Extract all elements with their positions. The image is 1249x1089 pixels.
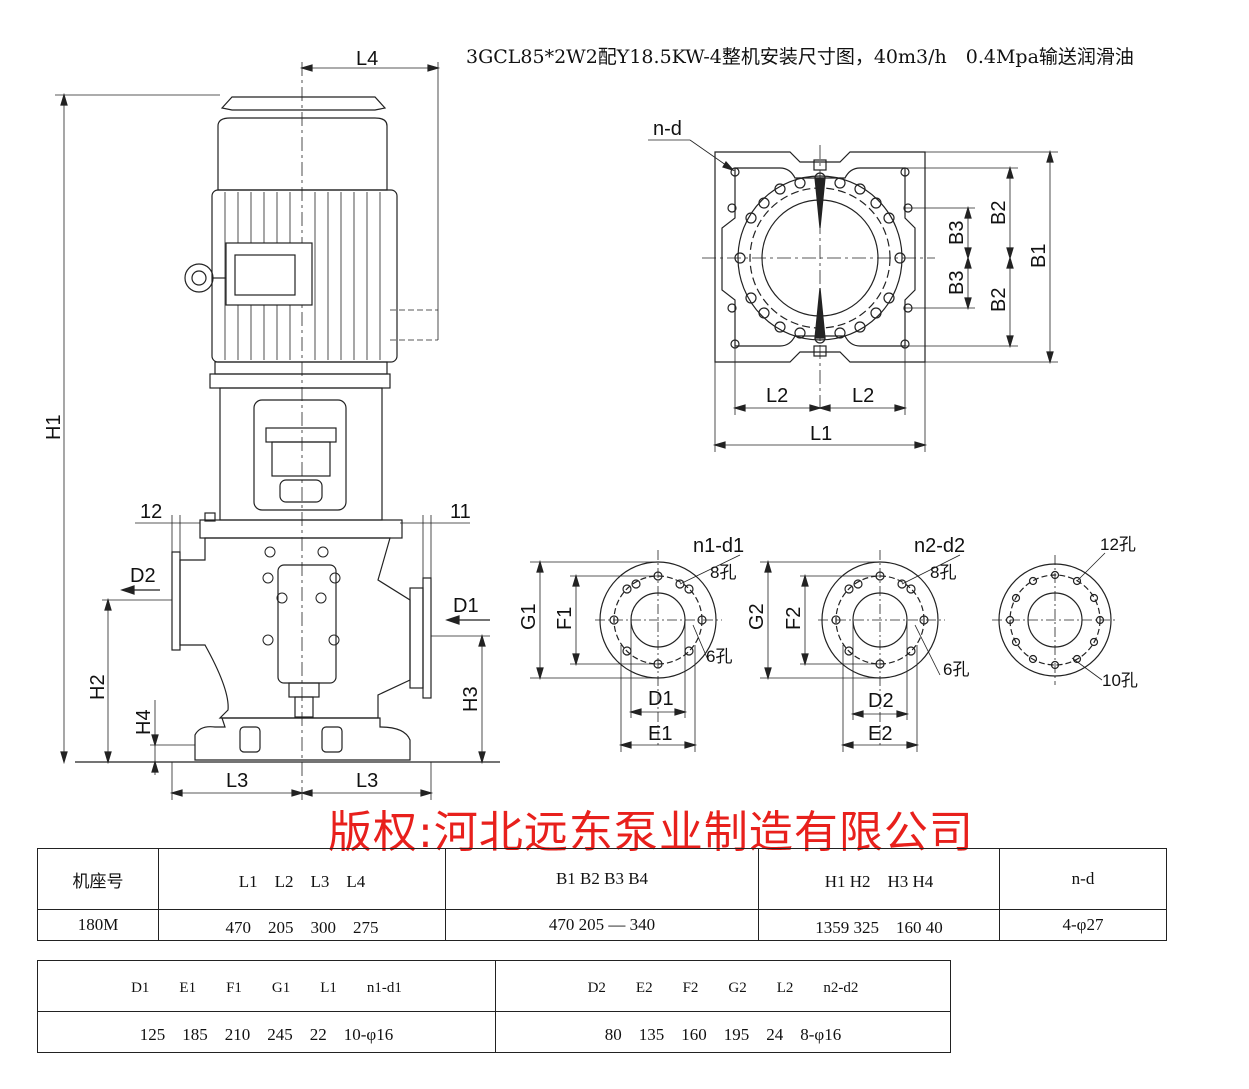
dim-B3-top: B3: [946, 221, 968, 245]
outlet-flange-view: G2 F2 D2 E2 n2-d2 8孔 6孔: [746, 535, 969, 752]
dimension-table-1: 机座号 L1 L2 L3 L4 B1 B2 B3 B4 H1 H2 H3 H4 …: [37, 848, 1167, 941]
base-plan-view: n-d B1 B2 B2 B3 B3 L2 L2 L1: [648, 118, 1058, 452]
dim-B1: B1: [1028, 244, 1050, 268]
dim-L1: L1: [810, 423, 832, 445]
label-D1: D1: [453, 595, 479, 617]
table-cell: 180M: [37, 909, 159, 941]
dim-B2-top: B2: [988, 201, 1010, 225]
dim-H2: H2: [87, 674, 109, 700]
header-cell: L1 L2 L3 L4: [158, 848, 446, 910]
label-n-d: n-d: [653, 118, 682, 140]
table-row: 125 185 210 245 22 10-φ16 80 135 160 195…: [37, 1011, 951, 1053]
dim-F1: F1: [554, 607, 576, 630]
page-title: 3GCL85*2W2配Y18.5KW-4整机安装尺寸图，40m3/h 0.4Mp…: [466, 46, 1134, 68]
table-cell: 4-φ27: [999, 909, 1167, 941]
dim-L4: L4: [356, 48, 378, 70]
label-12-holes: 12孔: [1100, 535, 1136, 554]
label-6-holes: 6孔: [706, 647, 732, 666]
dim-G2: G2: [746, 603, 768, 630]
header-cell: D1 E1 F1 G1 L1 n1-d1: [37, 960, 496, 1012]
table-header-row: D1 E1 F1 G1 L1 n1-d1 D2 E2 F2 G2 L2 n2-d…: [37, 960, 951, 1012]
table-cell: 470 205 300 275: [158, 909, 446, 941]
dim-L3-right: L3: [356, 770, 378, 792]
dim-F2: F2: [783, 607, 805, 630]
dim-12: 12: [140, 501, 162, 523]
header-cell: 机座号: [37, 848, 159, 910]
dim-H1: H1: [43, 414, 65, 440]
table-header-row: 机座号 L1 L2 L3 L4 B1 B2 B3 B4 H1 H2 H3 H4 …: [37, 848, 1167, 910]
dim-D1: D1: [648, 688, 674, 710]
label-n1-d1: n1-d1: [693, 535, 744, 557]
dim-E2: E2: [868, 723, 892, 745]
pump-side-view: L4 H1 H2 H4 H3 D2 D1 12 11 L3 L3: [43, 48, 500, 800]
label-10-holes: 10孔: [1102, 671, 1138, 690]
label-8-holes: 8孔: [710, 563, 736, 582]
dim-E1: E1: [648, 723, 672, 745]
dim-L2-left: L2: [766, 385, 788, 407]
table-cell: 80 135 160 195 24 8-φ16: [495, 1011, 951, 1053]
header-cell: D2 E2 F2 G2 L2 n2-d2: [495, 960, 951, 1012]
dim-B3-bottom: B3: [946, 271, 968, 295]
dim-H4: H4: [133, 709, 155, 735]
label-n2-d2: n2-d2: [914, 535, 965, 557]
header-cell: H1 H2 H3 H4: [758, 848, 1000, 910]
dim-11: 11: [450, 501, 471, 523]
label-D2: D2: [130, 565, 156, 587]
header-cell: B1 B2 B3 B4: [445, 848, 759, 910]
label-8-holes-2: 8孔: [930, 563, 956, 582]
dim-G1: G1: [518, 603, 540, 630]
table-cell: 1359 325 160 40: [758, 909, 1000, 941]
table-row: 180M 470 205 300 275 470 205 — 340 1359 …: [37, 909, 1167, 941]
inlet-flange-view: G1 F1 D1 E1 n1-d1 8孔 6孔: [518, 535, 744, 752]
dim-L3-left: L3: [226, 770, 248, 792]
dim-B2-bottom: B2: [988, 288, 1010, 312]
base-flange-view: 12孔 10孔: [992, 535, 1138, 690]
dim-L2-right: L2: [852, 385, 874, 407]
dimension-table-2: D1 E1 F1 G1 L1 n1-d1 D2 E2 F2 G2 L2 n2-d…: [37, 960, 951, 1053]
table-cell: 125 185 210 245 22 10-φ16: [37, 1011, 496, 1053]
label-6-holes-2: 6孔: [943, 660, 969, 679]
installation-drawing: L4 H1 H2 H4 H3 D2 D1 12 11 L3 L3: [43, 48, 1138, 800]
dim-D2: D2: [868, 690, 894, 712]
table-cell: 470 205 — 340: [445, 909, 759, 941]
header-cell: n-d: [999, 848, 1167, 910]
dim-H3: H3: [460, 686, 482, 712]
